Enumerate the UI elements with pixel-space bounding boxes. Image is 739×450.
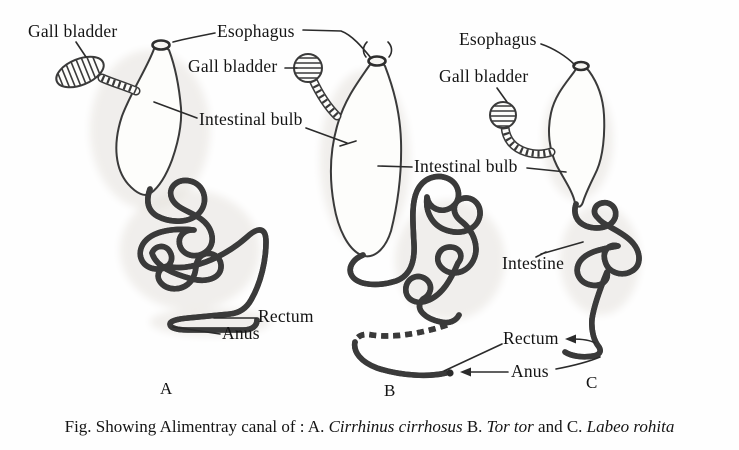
caption-species-c: Labeo rohita xyxy=(586,417,675,436)
leader-intestine-c xyxy=(535,241,584,258)
leader-intestinal-bulb-to-b xyxy=(377,165,413,168)
anus-arrowhead xyxy=(460,367,471,377)
label-gall-bladder-a: Gall bladder xyxy=(28,21,118,41)
label-anus-a: Anus xyxy=(222,323,260,343)
label-intestine-c: Intestine xyxy=(502,253,565,273)
leader-intestinal-bulb-to-a xyxy=(153,101,198,119)
fish-c-esophagus-opening xyxy=(572,60,590,72)
label-gall-bladder-b: Gall bladder xyxy=(188,56,278,76)
fish-a-gall-bladder-shape xyxy=(54,51,141,96)
fish-b-esophagus-opening xyxy=(367,55,387,67)
leader-esophagus-to-a xyxy=(172,32,216,43)
leader-anus-to-c xyxy=(555,356,601,370)
leader-intestinal-bulb-a-right xyxy=(305,127,357,147)
rectum-arrowhead xyxy=(565,334,576,344)
caption-species-a: Cirrhinus cirrhosus xyxy=(328,417,463,436)
fish-b-intestinal-bulb-shape xyxy=(329,60,403,258)
fish-c-drawing xyxy=(489,60,639,357)
panel-letter-b: B xyxy=(384,381,396,400)
label-intestinal-bulb-ab: Intestinal bulb xyxy=(199,109,303,129)
fish-a-drawing xyxy=(54,39,269,333)
label-gall-bladder-c: Gall bladder xyxy=(439,66,529,86)
label-rectum-a: Rectum xyxy=(258,306,314,326)
leader-esophagus-c xyxy=(540,43,576,66)
fish-b-rectum-tube xyxy=(351,339,449,379)
figure-caption: Fig. Showing Alimentray canal of : A. Ci… xyxy=(0,417,739,437)
leader-gall-bladder-a xyxy=(75,41,87,58)
caption-species-b: Tor tor xyxy=(486,417,534,436)
fish-c-gall-bladder-shape xyxy=(489,101,556,159)
label-esophagus-ab: Esophagus xyxy=(217,21,295,41)
fish-b-drawing xyxy=(293,41,480,379)
label-rectum-bc: Rectum xyxy=(503,328,559,348)
fish-b-gall-bladder-shape xyxy=(293,53,342,121)
leader-esophagus-to-b xyxy=(302,29,372,59)
fish-a-esophagus-opening xyxy=(151,39,171,51)
label-intestinal-bulb-bc: Intestinal bulb xyxy=(414,156,518,176)
fish-a-intestinal-bulb-shape xyxy=(115,45,183,196)
label-esophagus-c: Esophagus xyxy=(459,29,537,49)
leader-rectum-to-b xyxy=(443,343,503,372)
leader-intestinal-bulb-to-c xyxy=(526,167,567,173)
leader-lines xyxy=(75,29,601,377)
leader-anus-a xyxy=(172,326,221,335)
caption-sep-c: and C. xyxy=(533,417,587,436)
leader-gall-bladder-c xyxy=(496,87,508,103)
label-anus-bc: Anus xyxy=(511,361,549,381)
fish-b-anus-point xyxy=(446,369,454,377)
caption-sep-b: B. xyxy=(462,417,487,436)
caption-prefix: Fig. Showing Alimentray canal of : A. xyxy=(64,417,329,436)
panel-letter-a: A xyxy=(160,379,173,398)
panel-letter-c: C xyxy=(586,373,598,392)
